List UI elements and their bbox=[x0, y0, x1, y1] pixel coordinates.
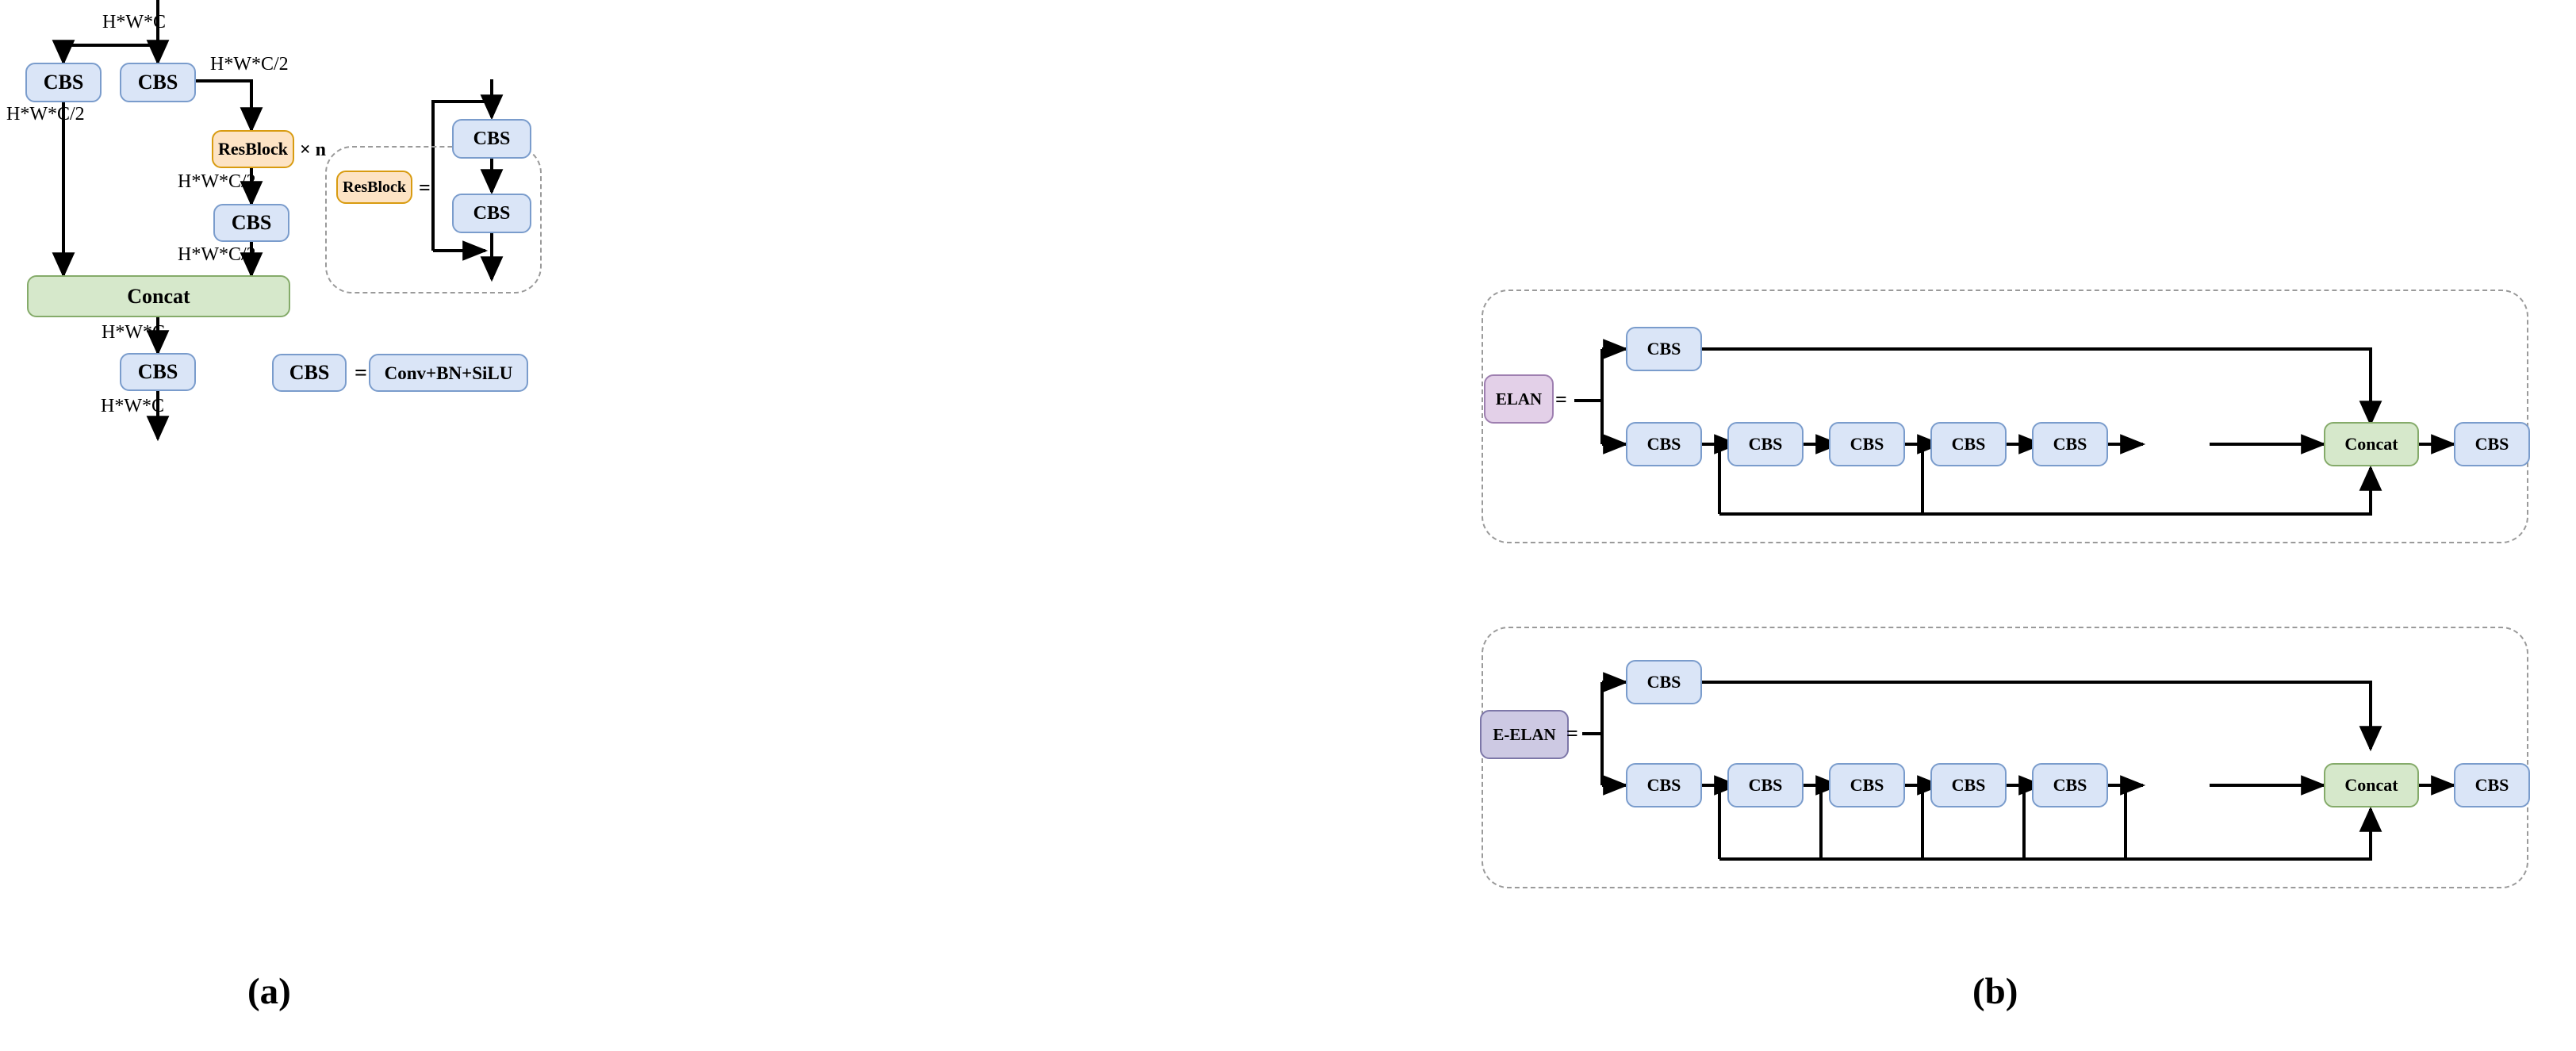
eelan-bottom-cbs-5-label: CBS bbox=[2053, 775, 2087, 795]
elan-tag-label: ELAN bbox=[1495, 389, 1543, 409]
elan-bottom-cbs-4[interactable]: CBS bbox=[1930, 422, 2007, 466]
edge-label-resblock-out: H*W*C/2 bbox=[178, 171, 256, 192]
eelan-bottom-cbs-1[interactable]: CBS bbox=[1626, 763, 1702, 807]
elan-top-cbs[interactable]: CBS bbox=[1626, 327, 1702, 371]
eelan-bottom-cbs-1-label: CBS bbox=[1646, 775, 1681, 795]
cbs-block-right-label: CBS bbox=[137, 71, 178, 94]
eelan-bottom-cbs-3-label: CBS bbox=[1850, 775, 1884, 795]
caption-a: (a) bbox=[247, 971, 291, 1012]
eelan-tag-block[interactable]: E-ELAN bbox=[1480, 710, 1569, 759]
legend-cbs-box[interactable]: CBS bbox=[272, 354, 347, 392]
legend-cbs-box-label: CBS bbox=[289, 361, 330, 384]
resblock-repeat-label: × n bbox=[300, 140, 327, 160]
eelan-bottom-cbs-4-label: CBS bbox=[1951, 775, 1986, 795]
concat-block[interactable]: Concat bbox=[27, 275, 290, 317]
elan-bottom-cbs-2-label: CBS bbox=[1748, 434, 1783, 454]
elan-concat-label: Concat bbox=[2344, 434, 2398, 454]
legend-expansion-label: Conv+BN+SiLU bbox=[384, 362, 513, 383]
eelan-concat[interactable]: Concat bbox=[2324, 763, 2419, 807]
edge-label-input: H*W*C bbox=[102, 12, 166, 33]
eelan-top-cbs[interactable]: CBS bbox=[1626, 660, 1702, 704]
elan-bottom-cbs-2[interactable]: CBS bbox=[1727, 422, 1804, 466]
cbs-block-out-label: CBS bbox=[137, 360, 178, 383]
legend-expansion-box[interactable]: Conv+BN+SiLU bbox=[369, 354, 528, 392]
cbs-block-mid[interactable]: CBS bbox=[213, 204, 289, 242]
elan-concat[interactable]: Concat bbox=[2324, 422, 2419, 466]
eelan-concat-label: Concat bbox=[2344, 775, 2398, 795]
resblock-definition-box bbox=[325, 146, 542, 293]
edge-label-left-down: H*W*C/2 bbox=[6, 104, 85, 125]
eelan-bottom-cbs-4[interactable]: CBS bbox=[1930, 763, 2007, 807]
resblock-inner-cbs-2[interactable]: CBS bbox=[452, 194, 531, 233]
cbs-block-out[interactable]: CBS bbox=[120, 353, 196, 391]
resblock-definition-equals: = bbox=[419, 176, 431, 199]
cbs-block-left-label: CBS bbox=[43, 71, 84, 94]
legend-equals: = bbox=[355, 361, 367, 385]
resblock-definition-source-label: ResBlock bbox=[343, 178, 406, 196]
eelan-output-cbs[interactable]: CBS bbox=[2454, 763, 2530, 807]
eelan-tag-label: E-ELAN bbox=[1493, 724, 1556, 744]
eelan-bottom-cbs-2[interactable]: CBS bbox=[1727, 763, 1804, 807]
cbs-block-right[interactable]: CBS bbox=[120, 63, 196, 102]
elan-output-cbs-label: CBS bbox=[2474, 434, 2509, 454]
elan-bottom-cbs-3-label: CBS bbox=[1850, 434, 1884, 454]
elan-bottom-cbs-3[interactable]: CBS bbox=[1829, 422, 1905, 466]
resblock-block[interactable]: ResBlock bbox=[212, 130, 294, 168]
cbs-block-left[interactable]: CBS bbox=[25, 63, 102, 102]
elan-top-cbs-label: CBS bbox=[1646, 339, 1681, 359]
resblock-inner-cbs-1-label: CBS bbox=[473, 128, 511, 149]
caption-b: (b) bbox=[1972, 971, 2018, 1012]
resblock-block-label: ResBlock bbox=[218, 139, 288, 159]
elan-container-box bbox=[1482, 290, 2528, 543]
elan-equals: = bbox=[1555, 388, 1567, 411]
elan-bottom-cbs-4-label: CBS bbox=[1951, 434, 1986, 454]
resblock-inner-cbs-1[interactable]: CBS bbox=[452, 119, 531, 159]
edge-label-right-top: H*W*C/2 bbox=[210, 54, 289, 75]
cbs-block-mid-label: CBS bbox=[231, 211, 272, 234]
elan-bottom-cbs-1-label: CBS bbox=[1646, 434, 1681, 454]
elan-tag-block[interactable]: ELAN bbox=[1484, 374, 1554, 424]
eelan-output-cbs-label: CBS bbox=[2474, 775, 2509, 795]
elan-bottom-cbs-5[interactable]: CBS bbox=[2032, 422, 2108, 466]
resblock-inner-cbs-2-label: CBS bbox=[473, 203, 511, 224]
resblock-definition-source[interactable]: ResBlock bbox=[336, 171, 412, 204]
elan-bottom-cbs-5-label: CBS bbox=[2053, 434, 2087, 454]
edge-label-final-out: H*W*C bbox=[101, 396, 164, 416]
eelan-bottom-cbs-5[interactable]: CBS bbox=[2032, 763, 2108, 807]
eelan-bottom-cbs-3[interactable]: CBS bbox=[1829, 763, 1905, 807]
eelan-container-box bbox=[1482, 627, 2528, 888]
elan-output-cbs[interactable]: CBS bbox=[2454, 422, 2530, 466]
concat-block-label: Concat bbox=[127, 284, 190, 308]
elan-bottom-cbs-1[interactable]: CBS bbox=[1626, 422, 1702, 466]
eelan-bottom-cbs-2-label: CBS bbox=[1748, 775, 1783, 795]
eelan-equals: = bbox=[1566, 722, 1578, 745]
eelan-top-cbs-label: CBS bbox=[1646, 672, 1681, 692]
edge-label-concat-out: H*W*C bbox=[102, 322, 165, 343]
edge-label-cbsmid-out: H*W*C/2 bbox=[178, 244, 256, 265]
